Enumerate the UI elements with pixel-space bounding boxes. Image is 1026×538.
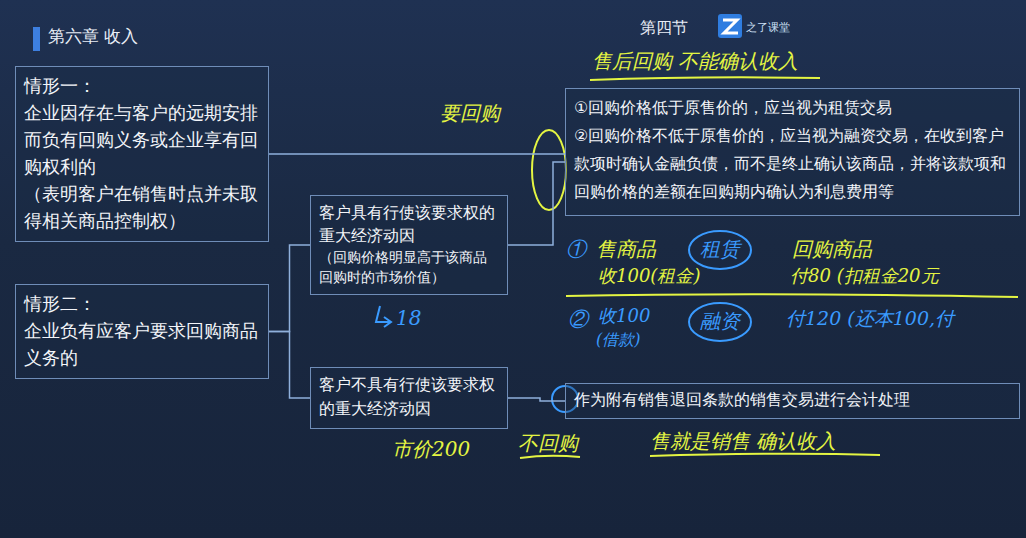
connector-line (508, 398, 565, 401)
handwritten-note: 付120 (还本100,付 (786, 306, 954, 332)
condition-box: 客户不具有行使该要求权的重大经济动因 (310, 367, 508, 429)
handwritten-note: 市价200 (392, 436, 470, 463)
box-text: 企业因存在与客户的远期安排而负有回购义务或企业享有回购权利的 (24, 99, 260, 180)
connector-line (269, 153, 565, 155)
logo-mark (718, 14, 742, 38)
handwritten-arrow (376, 306, 391, 327)
box-heading: 情形一： (24, 72, 260, 99)
handwritten-note: 回购商品 (792, 236, 872, 263)
handwritten-number: ② (568, 306, 588, 333)
handwritten-underline (590, 77, 820, 80)
situation-box: 情形二：企业负有应客户要求回购商品义务的 (15, 284, 269, 379)
situation-box: 情形一：企业因存在与客户的远期安排而负有回购义务或企业享有回购权利的（表明客户在… (15, 66, 269, 242)
box-text: 作为附有销售退回条款的销售交易进行会计处理 (574, 389, 1011, 411)
handwritten-note: (借款) (596, 330, 640, 351)
box-text: （回购价格明显高于该商品回购时的市场价值） (319, 247, 499, 287)
box-text: 企业负有应客户要求回购商品义务的 (24, 317, 260, 371)
handwritten-number: ① (566, 236, 586, 263)
connector-line (269, 332, 310, 399)
handwritten-note: 售商品 (596, 236, 656, 263)
box-heading: 情形二： (24, 290, 260, 317)
header-marker (33, 27, 40, 51)
slide-title: 第六章 收入 (48, 25, 138, 48)
handwritten-note: 售就是销售 确认收入 (650, 428, 836, 455)
handwritten-note: 不回购 (518, 430, 578, 457)
connector-line (269, 245, 310, 332)
handwritten-underline (650, 454, 880, 456)
logo-text: 之了课堂 (746, 20, 790, 35)
handwritten-note: 收100(租金) (598, 264, 700, 288)
handwritten-note: 租赁 (700, 236, 740, 263)
box-text: ②回购价格不低于原售价的，应当视为融资交易，在收到客户款项时确认金融负债，而不是… (574, 122, 1011, 206)
handwritten-circle (689, 303, 751, 341)
handwritten-note: 要回购 (440, 100, 500, 127)
box-text: 客户不具有行使该要求权的重大经济动因 (319, 373, 499, 421)
handwritten-circle (532, 130, 566, 210)
handwritten-note: 收100 (598, 304, 650, 328)
handwritten-note: 融资 (700, 308, 740, 335)
handwritten-circle (689, 231, 751, 269)
handwritten-note: 付80 (扣租金20元 (790, 264, 939, 288)
box-text: 客户具有行使该要求权的重大经济动因 (319, 201, 499, 247)
treatment-box: 作为附有销售退回条款的销售交易进行会计处理 (565, 383, 1020, 419)
box-text: （表明客户在销售时点并未取得相关商品控制权） (24, 180, 260, 234)
connector-line (508, 162, 565, 245)
handwritten-number: 18 (396, 306, 421, 330)
handwritten-underline (520, 456, 580, 458)
treatment-box: ①回购价格低于原售价的，应当视为租赁交易②回购价格不低于原售价的，应当视为融资交… (565, 88, 1020, 216)
handwritten-note: 售后回购 不能确认收入 (592, 48, 798, 75)
condition-box: 客户具有行使该要求权的重大经济动因（回购价格明显高于该商品回购时的市场价值） (310, 195, 508, 295)
handwritten-underline (566, 294, 1018, 297)
box-text: ①回购价格低于原售价的，应当视为租赁交易 (574, 94, 1011, 122)
section-label: 第四节 (640, 18, 688, 39)
